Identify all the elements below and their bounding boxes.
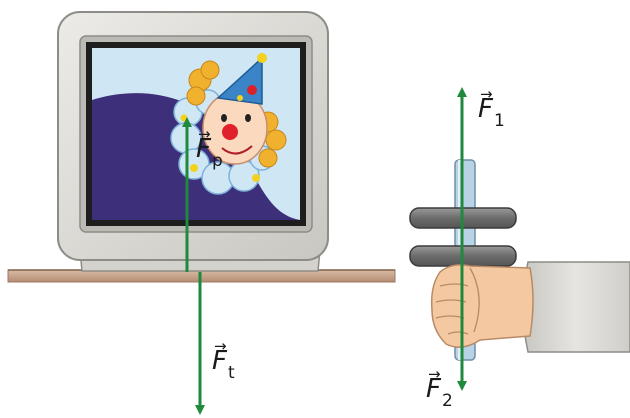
vector-arrow-icon: → [428,365,441,383]
vector-arrow-icon: → [198,125,211,143]
label-F1: → F1 [478,87,505,130]
label-Fp-symbol: F [196,134,211,164]
label-F2: → F2 [426,367,453,410]
label-F1-symbol: F [478,94,493,124]
label-F2-subscript: 2 [441,391,453,411]
label-Ft-subscript: t [227,363,235,383]
label-Fp-subscript: p [211,151,223,171]
label-Ft-symbol: F [212,346,227,376]
vector-arrow-icon: → [214,337,227,355]
monitor-icon [57,11,329,272]
hand-icon [430,261,630,353]
force-arrows [182,87,467,415]
label-F2-symbol: F [426,374,441,404]
label-Fp: → Fp [196,127,223,170]
label-Ft: → Ft [212,339,235,382]
vector-arrow-icon: → [480,85,493,103]
label-F1-subscript: 1 [493,111,505,131]
